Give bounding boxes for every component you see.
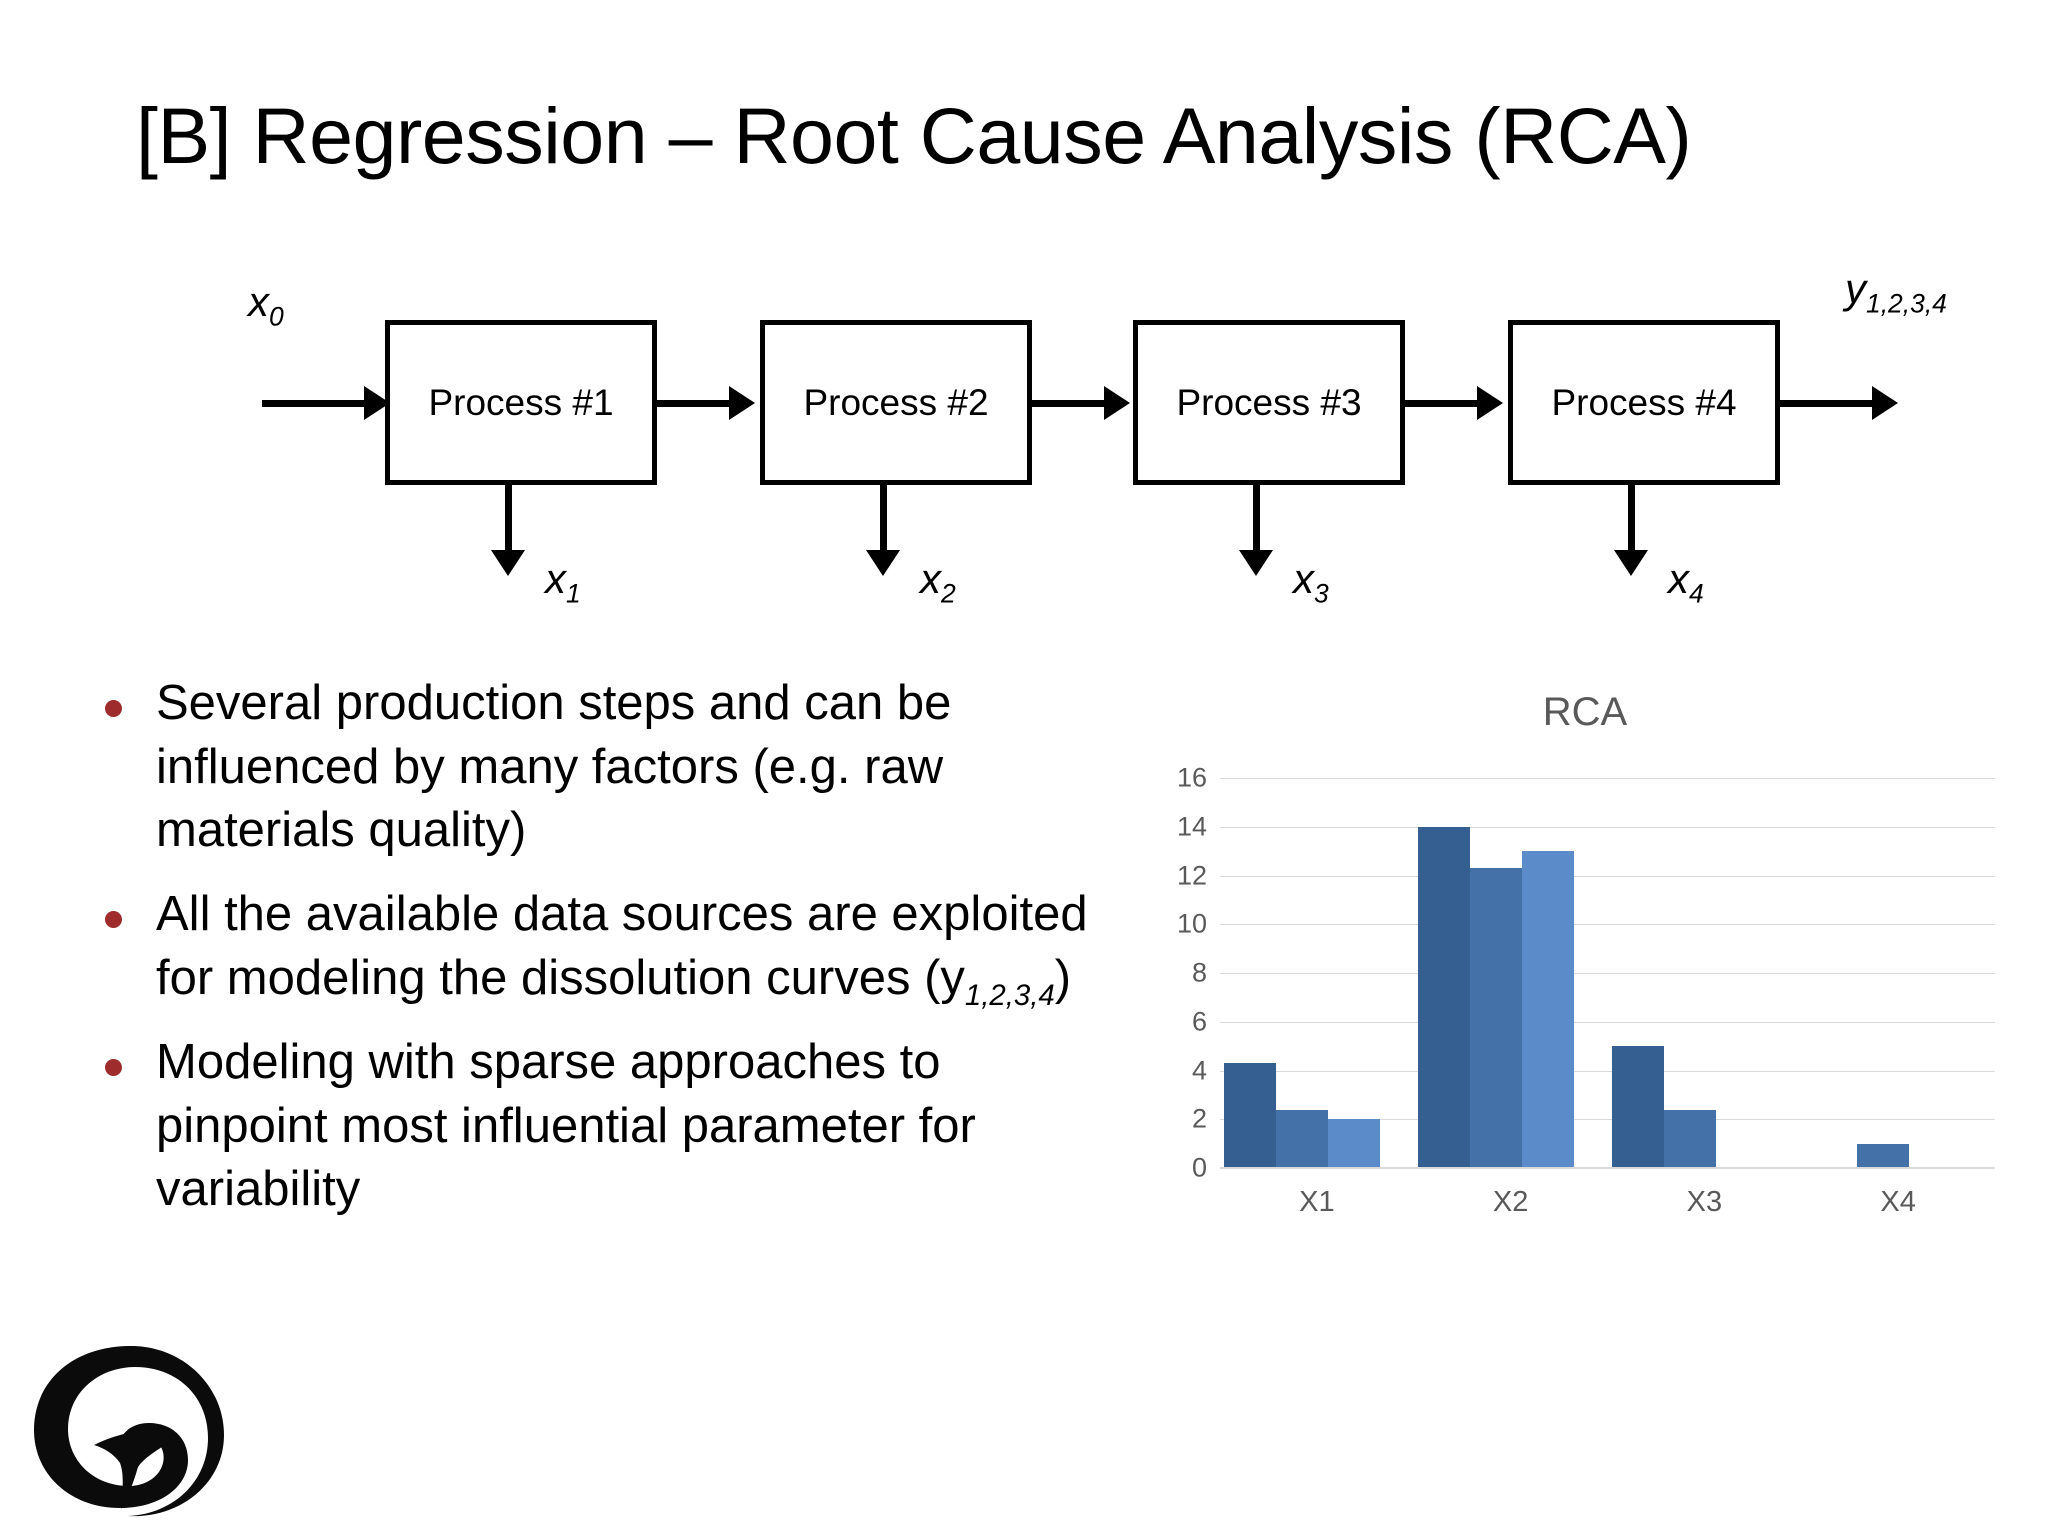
rca-bar-chart: RCA 0 2 4 6 8 10 12 14 16 X1 X2 X3 X4 — [1145, 690, 2025, 1330]
process-box-label: Process #3 — [1176, 381, 1362, 423]
connector-arrow-3-4 — [1477, 386, 1503, 420]
bar-x4-series-2[interactable] — [1857, 1143, 1910, 1168]
bar-x1-series-2[interactable] — [1276, 1109, 1328, 1168]
y-axis-tick-label: 6 — [1191, 1006, 1207, 1037]
y-axis-tick-label: 10 — [1176, 908, 1207, 939]
connector-line-1-2 — [657, 400, 735, 407]
output-line-x3 — [1253, 485, 1260, 553]
y-axis-tick-label: 8 — [1191, 957, 1207, 988]
process-box-label: Process #1 — [428, 381, 614, 423]
page-title: [B] Regression – Root Cause Analysis (RC… — [136, 91, 1692, 180]
process-box-1[interactable]: Process #1 — [385, 320, 657, 485]
input-variable-label: x0 — [248, 278, 284, 332]
bullet-dot-icon — [105, 700, 122, 717]
gridline — [1220, 1070, 1995, 1072]
process-box-label: Process #2 — [803, 381, 989, 423]
y-axis-tick-label: 12 — [1176, 860, 1207, 890]
output-line-x4 — [1628, 485, 1635, 553]
connector-arrow-1-2 — [729, 386, 755, 420]
bar-group-x3 — [1611, 778, 1806, 1168]
y-axis-tick-label: 16 — [1176, 762, 1207, 793]
bar-x1-series-1[interactable] — [1224, 1063, 1276, 1168]
output-label-x4: x4 — [1668, 555, 1704, 609]
connector-arrow-2-3 — [1104, 386, 1130, 420]
gridline — [1220, 778, 1995, 779]
x-axis-tick-label: X2 — [1492, 1186, 1529, 1218]
chart-plot-area: 0 2 4 6 8 10 12 14 16 X1 X2 X3 X4 — [1177, 763, 1995, 1218]
gridline — [1220, 924, 1995, 926]
process-box-2[interactable]: Process #2 — [760, 320, 1032, 485]
bar-group-x1 — [1224, 778, 1418, 1168]
y-axis-tick-label: 0 — [1191, 1152, 1207, 1183]
y-axis-tick-label: 4 — [1191, 1055, 1207, 1085]
gridline — [1220, 1168, 1995, 1169]
bullet-text: All the available data sources are explo… — [156, 887, 1088, 1012]
bar-x2-series-2[interactable] — [1469, 868, 1522, 1168]
gridline — [1220, 973, 1995, 974]
x-axis-tick-label: X1 — [1299, 1186, 1335, 1218]
connector-line-3-4 — [1405, 400, 1483, 407]
connector-line-2-3 — [1032, 400, 1110, 407]
output-arrowhead-x1 — [491, 550, 525, 576]
gridline — [1220, 1021, 1995, 1023]
output-arrowhead-x2 — [866, 550, 900, 576]
bullet-text: Modeling with sparse approaches to pinpo… — [156, 1035, 976, 1217]
list-item: Modeling with sparse approaches to pinpo… — [105, 1031, 1115, 1226]
output-label-x1: x1 — [545, 555, 581, 609]
x-axis-tick-label: X3 — [1686, 1186, 1723, 1218]
bullet-text: Several production steps and can be infl… — [156, 676, 952, 858]
output-line-x1 — [505, 485, 512, 553]
process-box-4[interactable]: Process #4 — [1508, 320, 1780, 485]
output-arrowhead-x4 — [1614, 550, 1648, 576]
bar-x3-series-2[interactable] — [1663, 1109, 1716, 1168]
gridline — [1220, 1119, 1995, 1121]
gridline — [1220, 875, 1995, 877]
gridline — [1220, 826, 1995, 828]
output-label-x2: x2 — [920, 555, 956, 609]
y-axis-tick-label: 14 — [1176, 811, 1207, 842]
bar-x1-series-3[interactable] — [1328, 1119, 1380, 1168]
output-label-x3: x3 — [1293, 555, 1329, 609]
chart-title: RCA — [1542, 690, 1628, 734]
x-axis-tick-label: X4 — [1880, 1186, 1916, 1218]
process-box-label: Process #4 — [1551, 381, 1737, 423]
bullet-list: Several production steps and can be infl… — [105, 672, 1115, 1242]
output-arrow-head — [1872, 386, 1898, 420]
list-item: All the available data sources are explo… — [105, 883, 1115, 1015]
bar-group-x2 — [1417, 778, 1612, 1168]
bullet-dot-icon — [105, 1059, 122, 1077]
chart-bars — [1220, 778, 1995, 1168]
input-arrow-line — [262, 400, 378, 407]
output-arrow-line — [1780, 400, 1886, 407]
company-logo — [28, 1338, 238, 1528]
output-line-x2 — [880, 485, 887, 553]
bar-x3-series-1[interactable] — [1611, 1046, 1664, 1168]
bullet-dot-icon — [105, 911, 122, 929]
output-variable-label: y1,2,3,4 — [1845, 265, 1947, 319]
process-flow-diagram: x0 Process #1 Process #2 Process #3 Proc… — [0, 265, 2048, 608]
chart-baseline — [1220, 1167, 1995, 1168]
bar-group-x4 — [1805, 778, 1999, 1168]
bar-x2-series-1[interactable] — [1417, 826, 1470, 1168]
list-item: Several production steps and can be infl… — [105, 672, 1115, 867]
bar-x2-series-3[interactable] — [1521, 851, 1574, 1168]
process-box-3[interactable]: Process #3 — [1133, 320, 1405, 485]
y-axis-tick-label: 2 — [1191, 1103, 1207, 1134]
output-arrowhead-x3 — [1239, 550, 1273, 576]
